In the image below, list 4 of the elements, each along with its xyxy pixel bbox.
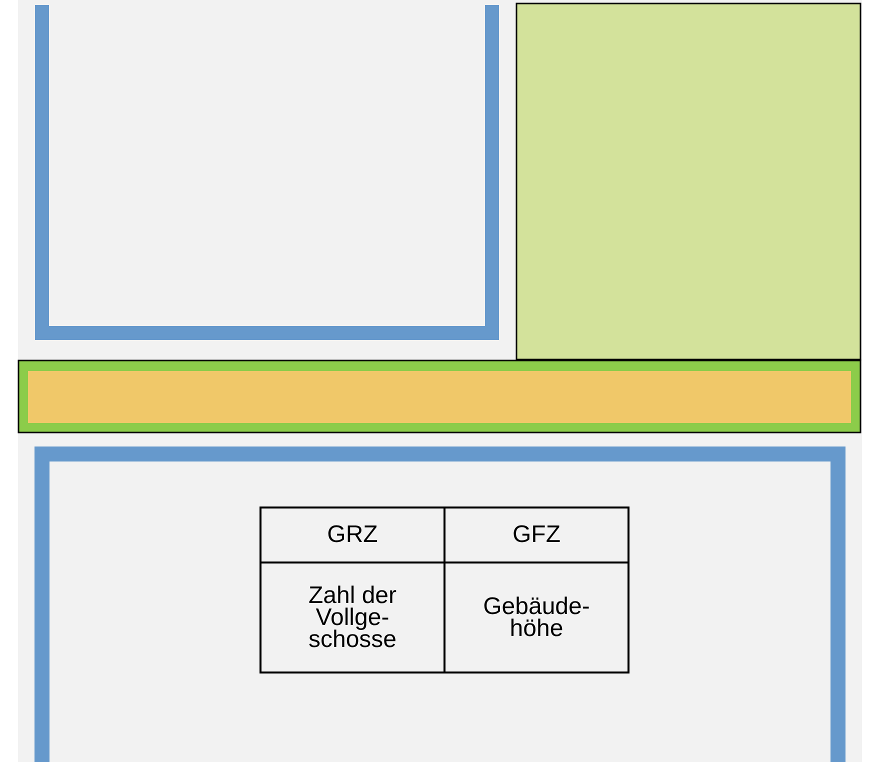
table-cell-text: Gebäude- höhe	[486, 592, 587, 644]
table-cell-text: GRZ	[326, 520, 379, 550]
table-cell-text: Zahl der Vollge- schosse	[307, 580, 398, 654]
table-cell-text: GFZ	[512, 520, 562, 550]
